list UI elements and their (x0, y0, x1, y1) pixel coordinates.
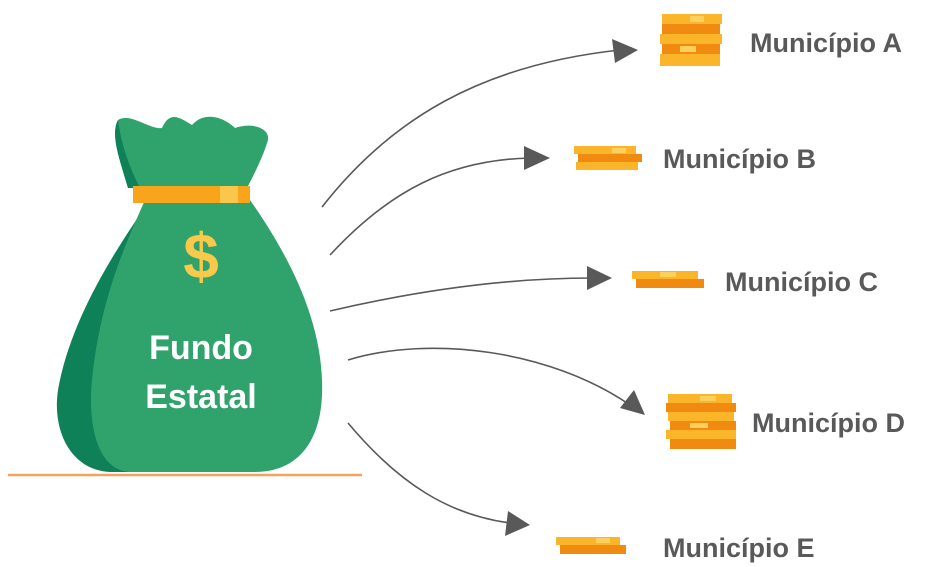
arrow-to-municipio-d (347, 347, 631, 406)
municipio-b-label: Município B (663, 144, 816, 174)
money-bag-icon: $ Fundo Estatal (56, 116, 323, 472)
arrow-to-municipio-b (329, 157, 531, 256)
coin-stack-b (574, 146, 642, 170)
money-bag-band-highlight (220, 186, 238, 203)
arrows (321, 39, 645, 536)
municipio-a-label: Município A (750, 28, 902, 58)
arrowhead-c (587, 266, 612, 290)
arrow-to-municipio-c (329, 277, 593, 312)
money-bag-top (115, 116, 269, 190)
money-bag-body (90, 200, 323, 472)
fund-label-line1: Fundo (149, 329, 253, 367)
coin-stack-d (666, 394, 736, 449)
arrowhead-e (505, 511, 530, 536)
arrowhead-a (612, 39, 638, 63)
coin-stack-e (556, 537, 626, 554)
arrow-to-municipio-a (321, 49, 621, 208)
municipio-c-label: Município C (725, 267, 878, 297)
arrowhead-d (620, 390, 645, 415)
arrowhead-b (524, 146, 550, 170)
arrow-to-municipio-e (347, 422, 511, 524)
money-bag-top-shadow (115, 120, 140, 188)
coin-stack-c (632, 271, 704, 288)
coin-stack-a (660, 14, 722, 66)
dollar-sign: $ (183, 220, 219, 292)
fund-label-line2: Estatal (145, 378, 257, 416)
municipio-e-label: Município E (663, 533, 815, 563)
municipio-d-label: Município D (752, 408, 905, 438)
